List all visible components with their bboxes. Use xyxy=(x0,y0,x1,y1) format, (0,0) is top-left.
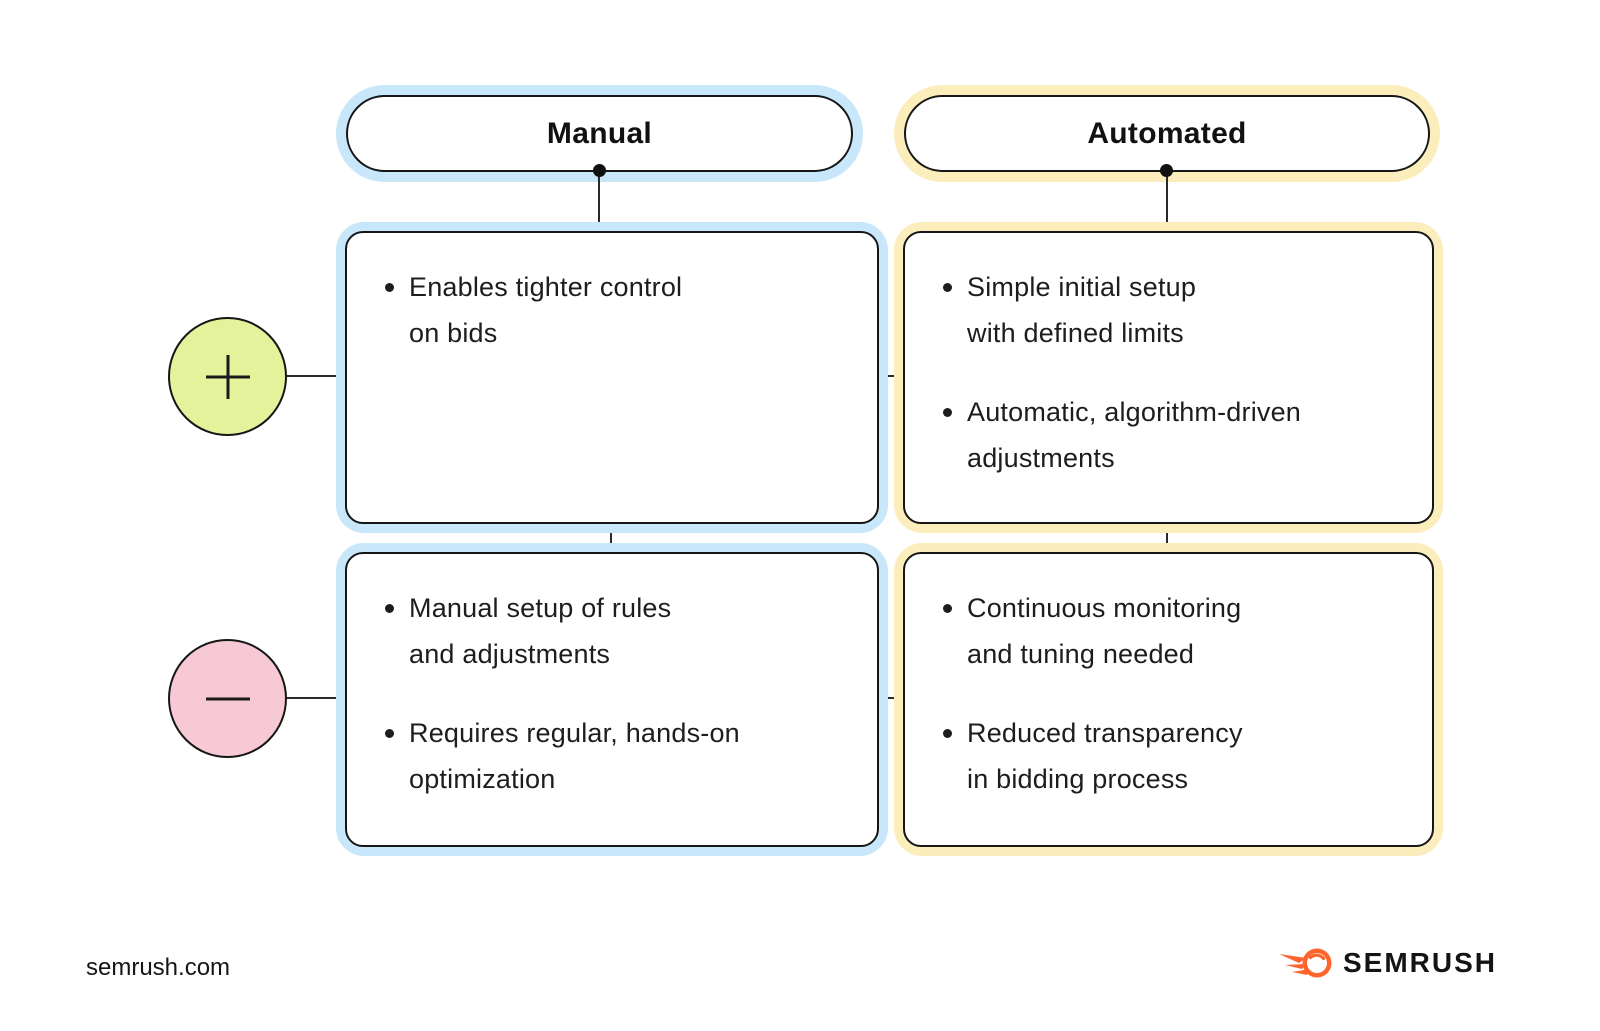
list-item: Reduced transparency in bidding process xyxy=(943,710,1414,802)
list-item-text: Automatic, algorithm-driven adjustments xyxy=(967,389,1301,481)
connector-automated-boxes xyxy=(1166,515,1168,561)
semrush-flame-icon xyxy=(1279,948,1332,978)
text-line: optimization xyxy=(409,764,556,794)
cons-badge xyxy=(168,639,287,758)
manual-pros-content: Enables tighter control on bids xyxy=(345,231,879,524)
automated-header-label: Automated xyxy=(904,95,1430,172)
bullet-icon xyxy=(943,283,952,292)
connector-manual-vertical xyxy=(598,170,600,222)
minus-icon xyxy=(205,697,250,700)
manual-cons-content: Manual setup of rules and adjustments Re… xyxy=(345,552,879,847)
list-item-text: Continuous monitoring and tuning needed xyxy=(967,585,1241,677)
bullet-icon xyxy=(943,729,952,738)
text-line: Simple initial setup xyxy=(967,272,1197,302)
bullet-icon xyxy=(385,604,394,613)
list-item-text: Requires regular, hands-on optimization xyxy=(409,710,740,802)
text-line: Enables tighter control xyxy=(409,272,683,302)
text-line: in bidding process xyxy=(967,764,1189,794)
connector-minus-badge xyxy=(285,697,338,699)
semrush-wordmark: SEMRUSH xyxy=(1343,947,1498,978)
list-item-text: Manual setup of rules and adjustments xyxy=(409,585,671,677)
manual-header-pill: Manual xyxy=(336,85,863,182)
list-item: Automatic, algorithm-driven adjustments xyxy=(943,389,1414,481)
text-line: with defined limits xyxy=(967,318,1184,348)
bullet-icon xyxy=(385,283,394,292)
automated-pros-box: Simple initial setup with defined limits… xyxy=(894,222,1443,533)
text-line: and tuning needed xyxy=(967,639,1195,669)
list-item: Enables tighter control on bids xyxy=(385,264,859,356)
list-item-text: Reduced transparency in bidding process xyxy=(967,710,1243,802)
list-item: Continuous monitoring and tuning needed xyxy=(943,585,1414,677)
connector-automated-vertical xyxy=(1166,170,1168,222)
semrush-logo: SEMRUSH xyxy=(1278,946,1497,980)
automated-header-pill: Automated xyxy=(894,85,1440,182)
automated-cons-content: Continuous monitoring and tuning needed … xyxy=(903,552,1434,847)
manual-pros-box: Enables tighter control on bids xyxy=(336,222,888,533)
list-item-text: Simple initial setup with defined limits xyxy=(967,264,1196,356)
bullet-icon xyxy=(385,729,394,738)
website-label: semrush.com xyxy=(86,954,231,981)
list-item: Manual setup of rules and adjustments xyxy=(385,585,859,677)
bullet-icon xyxy=(943,604,952,613)
text-line: Reduced transparency xyxy=(967,718,1243,748)
connector-plus-badge xyxy=(285,375,338,377)
text-line: Automatic, algorithm-driven xyxy=(967,397,1302,427)
connector-dot-manual xyxy=(593,164,606,177)
list-item-text: Enables tighter control on bids xyxy=(409,264,682,356)
manual-cons-box: Manual setup of rules and adjustments Re… xyxy=(336,543,888,856)
connector-cons-row xyxy=(858,697,922,699)
text-line: on bids xyxy=(409,318,498,348)
connector-pros-row xyxy=(858,375,922,377)
list-item: Simple initial setup with defined limits xyxy=(943,264,1414,356)
manual-header-label: Manual xyxy=(346,95,853,172)
bullet-icon xyxy=(943,408,952,417)
text-line: adjustments xyxy=(967,443,1115,473)
text-line: Manual setup of rules xyxy=(409,593,672,623)
connector-dot-automated xyxy=(1160,164,1173,177)
text-line: and adjustments xyxy=(409,639,611,669)
text-line: Continuous monitoring xyxy=(967,593,1242,623)
plus-icon xyxy=(226,354,229,399)
text-line: Requires regular, hands-on xyxy=(409,718,740,748)
pros-badge xyxy=(168,317,287,436)
connector-manual-boxes xyxy=(610,515,612,561)
automated-cons-box: Continuous monitoring and tuning needed … xyxy=(894,543,1443,856)
automated-pros-content: Simple initial setup with defined limits… xyxy=(903,231,1434,524)
list-item: Requires regular, hands-on optimization xyxy=(385,710,859,802)
